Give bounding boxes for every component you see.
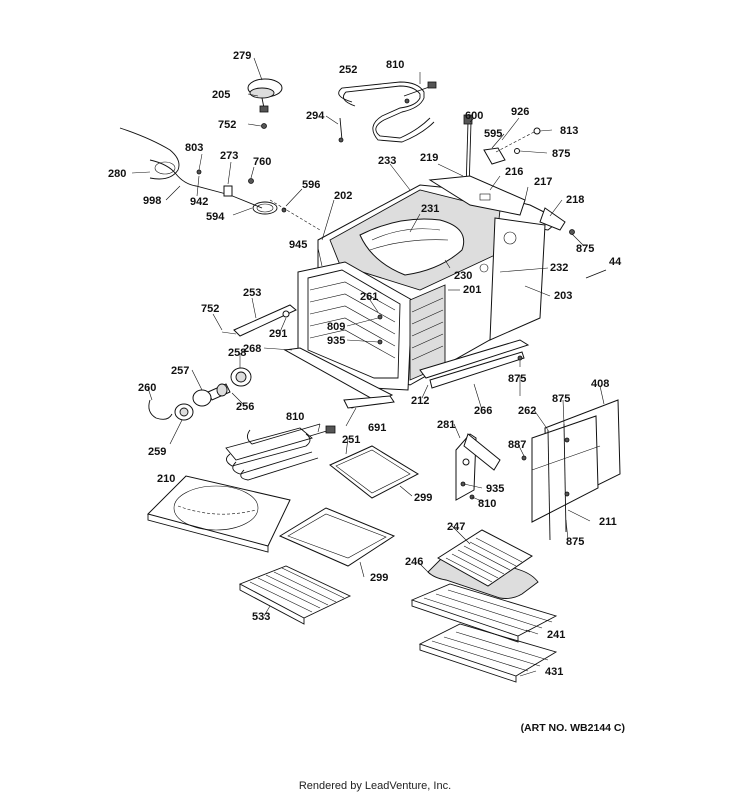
part-label: 752 (218, 119, 236, 131)
part-label: 299 (370, 572, 388, 584)
part-label: 810 (478, 498, 496, 510)
part-label: 810 (286, 411, 304, 423)
part-label: 945 (289, 239, 307, 251)
part-label: 205 (212, 89, 230, 101)
part-label: 216 (505, 166, 523, 178)
broiler-pan (427, 529, 539, 599)
part-label: 875 (576, 243, 594, 255)
part-label: 803 (185, 142, 203, 154)
oven-sensor (463, 114, 541, 191)
part-label: 217 (534, 176, 552, 188)
part-label: 875 (508, 373, 526, 385)
part-label: 212 (411, 395, 429, 407)
part-label: 533 (252, 611, 270, 623)
control-parts (148, 367, 252, 421)
part-label: 211 (599, 516, 617, 528)
part-label: 935 (486, 483, 504, 495)
part-label: 594 (206, 211, 225, 223)
part-label: 299 (414, 492, 432, 504)
part-label: 752 (201, 303, 219, 315)
wire-44 (585, 269, 607, 279)
part-label: 247 (447, 521, 465, 533)
part-label: 408 (591, 378, 609, 390)
part-label: 294 (306, 110, 325, 122)
part-label: 253 (243, 287, 261, 299)
part-label: 262 (518, 405, 536, 417)
knob-assembly (247, 78, 283, 129)
part-label: 266 (474, 405, 492, 417)
part-label: 230 (454, 270, 472, 282)
oven-racks (410, 583, 558, 683)
part-label: 875 (552, 393, 570, 405)
part-label: 926 (511, 106, 529, 118)
part-label: 875 (566, 536, 584, 548)
part-label: 291 (269, 328, 287, 340)
part-label: 44 (609, 256, 622, 268)
part-label: 942 (190, 196, 208, 208)
part-label: 241 (547, 629, 565, 641)
side-bracket (455, 433, 501, 501)
bottom-trim-691 (343, 395, 395, 409)
art-number: (ART NO. WB2144 C) (520, 722, 625, 734)
part-label: 210 (157, 473, 175, 485)
part-label: 875 (552, 148, 570, 160)
part-label: 260 (138, 382, 156, 394)
part-label: 281 (437, 419, 455, 431)
part-label: 431 (545, 666, 563, 678)
small-rack (238, 565, 352, 625)
drawer-panel (147, 475, 291, 553)
part-label: 810 (386, 59, 404, 71)
part-label: 268 (243, 343, 261, 355)
trays (278, 445, 420, 567)
part-label: 201 (463, 284, 481, 296)
footer-credit: Rendered by LeadVenture, Inc. (298, 780, 452, 792)
part-label: 258 (228, 347, 246, 359)
door-hinge (221, 304, 297, 337)
part-label: 256 (236, 401, 254, 413)
part-label: 813 (560, 125, 578, 137)
part-label: 218 (566, 194, 584, 206)
part-label: 935 (327, 335, 345, 347)
leader-lines (131, 57, 605, 677)
oven-cavity (283, 175, 575, 409)
part-label: 246 (405, 556, 423, 568)
part-label: 251 (342, 434, 360, 446)
part-label: 202 (334, 190, 352, 202)
part-label: 760 (253, 156, 271, 168)
part-label: 232 (550, 262, 568, 274)
part-label: 279 (233, 50, 251, 62)
part-label: 809 (327, 321, 345, 333)
part-label: 257 (171, 365, 189, 377)
part-label: 887 (508, 439, 526, 451)
part-label: 600 (465, 110, 483, 122)
part-label: 219 (420, 152, 438, 164)
part-label: 231 (421, 203, 439, 215)
wiring-harness (119, 127, 321, 231)
part-label: 233 (378, 155, 396, 167)
part-label: 595 (484, 128, 502, 140)
part-label: 259 (148, 446, 166, 458)
part-label: 998 (143, 195, 161, 207)
part-label: 691 (368, 422, 386, 434)
part-label: 273 (220, 150, 238, 162)
part-label: 203 (554, 290, 572, 302)
broil-element-top (338, 81, 437, 143)
part-label: 252 (339, 64, 357, 76)
side-panel (521, 399, 621, 541)
part-label: 596 (302, 179, 320, 191)
bake-element (225, 423, 336, 481)
part-label: 261 (360, 291, 378, 303)
part-label: 280 (108, 168, 126, 180)
